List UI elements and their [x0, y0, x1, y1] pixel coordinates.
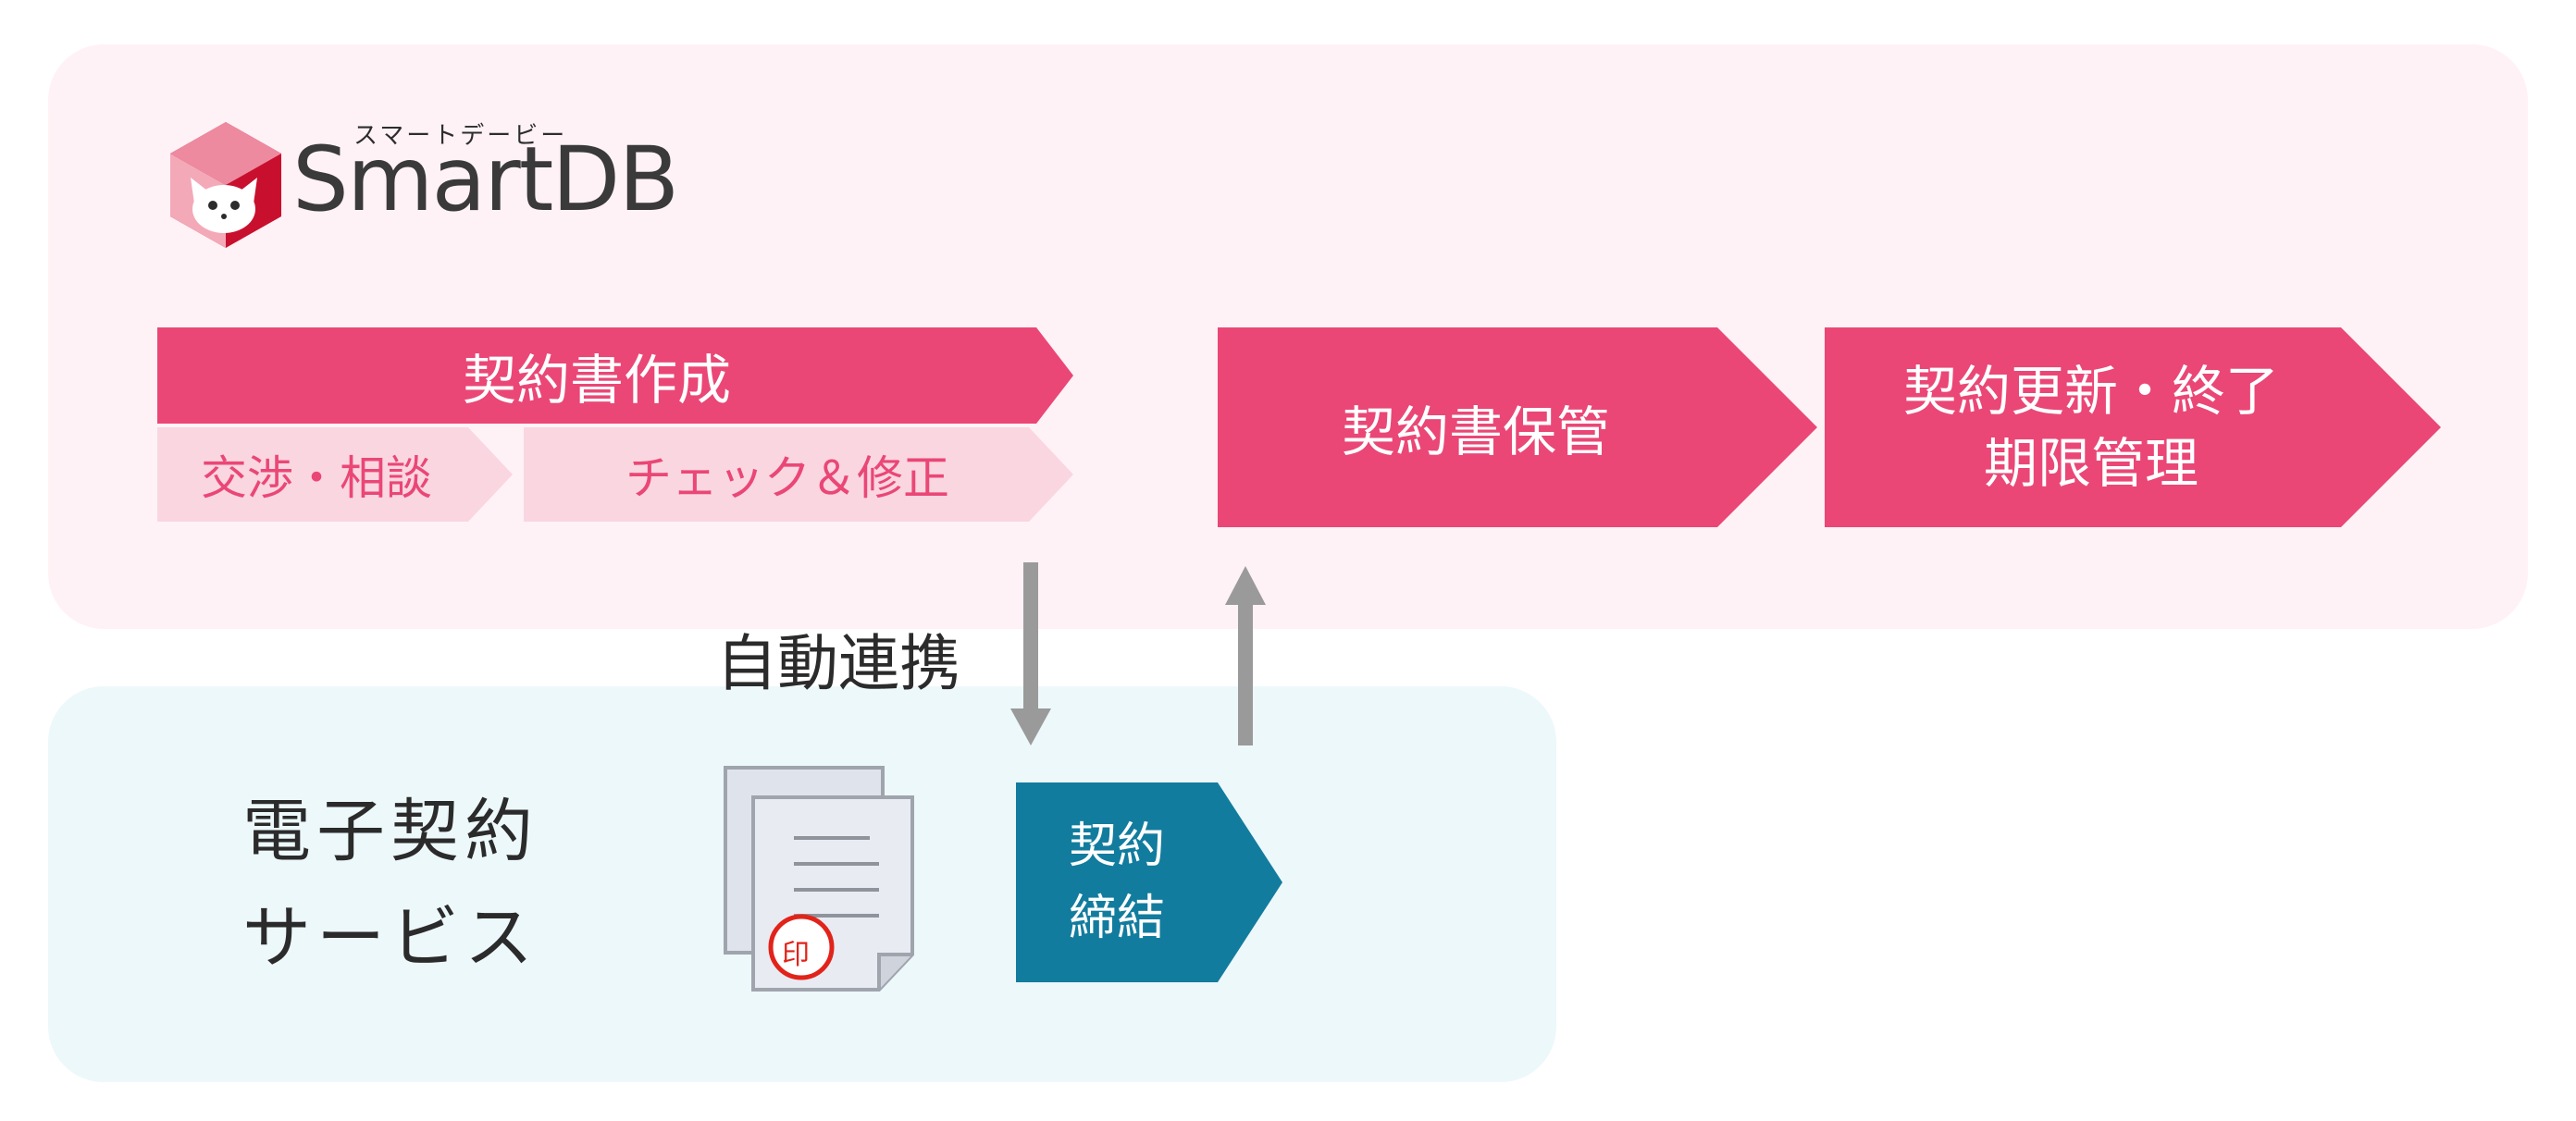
contract-creation-label: 契約書作成	[462, 349, 731, 412]
auto-integration-label: 自動連携	[716, 628, 960, 699]
check-fix-substep: チェック＆修正	[524, 427, 1073, 522]
contract-creation-step: 契約書作成	[157, 327, 1073, 424]
seal-circle	[768, 914, 835, 980]
signing-label-line1: 契約	[1068, 819, 1165, 874]
brand-ruby: スマートデービー	[353, 122, 568, 150]
stamped-document-icon	[724, 766, 914, 992]
contract-storage-label: 契約書保管	[1341, 400, 1610, 463]
brand-name: SmartDB	[292, 128, 679, 231]
signing-label-line2: 締結	[1068, 891, 1165, 946]
renewal-step: 契約更新・終了 期限管理	[1825, 327, 2441, 527]
contract-signing-step: 契約 締結	[1016, 782, 1282, 982]
e-contract-service-title: 電子契約 サービス	[242, 779, 539, 991]
seal-stamp-label: 印	[782, 939, 810, 971]
contract-storage-step: 契約書保管	[1218, 327, 1817, 527]
check-fix-label: チェック＆修正	[625, 451, 949, 505]
service-title-line2: サービス	[242, 897, 539, 978]
negotiation-substep: 交渉・相談	[157, 427, 513, 522]
negotiation-label: 交渉・相談	[201, 451, 432, 505]
renewal-label-line1: 契約更新・終了	[1902, 359, 2279, 423]
service-title-line1: 電子契約	[242, 792, 539, 871]
smartdb-cube-logo-icon	[170, 122, 281, 248]
renewal-label-line2: 期限管理	[1983, 432, 2198, 495]
